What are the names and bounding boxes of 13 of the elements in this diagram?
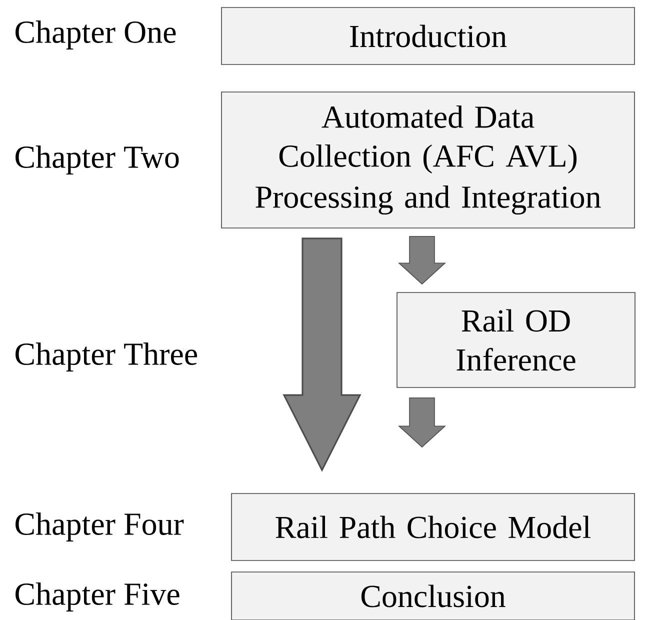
chapter-label: Chapter One [16, 20, 176, 50]
arrow [398, 398, 446, 448]
arrow [282, 238, 362, 472]
arrow [398, 236, 446, 285]
chapter-label: Chapter Four [16, 512, 184, 542]
chapter-box: Automated Data Collection (AFC AVL) Processing and Integration [221, 92, 635, 228]
chapter-box: Introduction [221, 7, 635, 65]
chapter-box: Rail OD Inference [396, 292, 636, 388]
chapter-label: Chapter Five [16, 582, 180, 612]
chapter-label: Chapter Three [16, 342, 198, 372]
chapter-box: Conclusion [231, 572, 635, 620]
chapter-label: Chapter Two [16, 146, 179, 174]
chapter-box: Rail Path Choice Model [231, 493, 635, 561]
